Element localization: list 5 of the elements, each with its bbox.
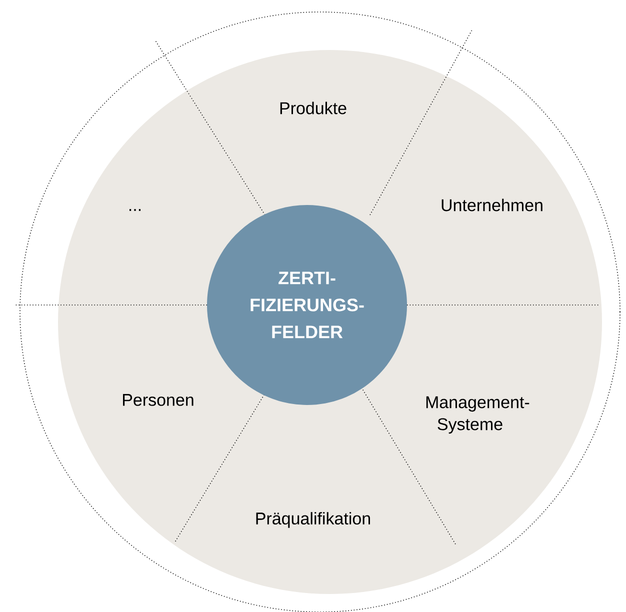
sector-label: Präqualifikation <box>256 512 370 528</box>
sector-label: Management- Systeme <box>426 396 530 434</box>
sector-label: ... <box>129 209 141 211</box>
sector-label: Produkte <box>280 102 346 114</box>
sector-label: Unternehmen <box>442 198 542 212</box>
